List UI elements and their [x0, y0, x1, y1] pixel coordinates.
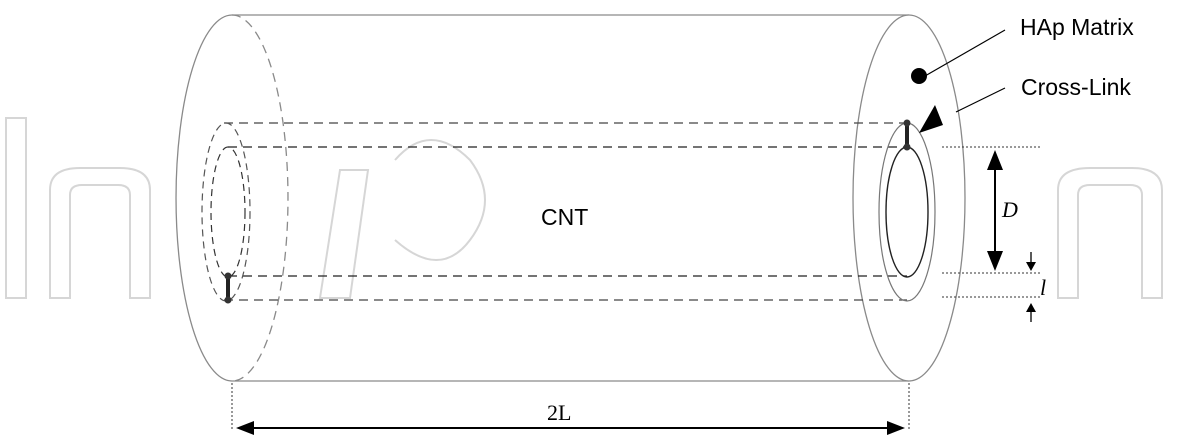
dimension-2l	[231, 383, 910, 435]
label-cross-link: Cross-Link	[1021, 74, 1131, 100]
right-end-ellipse	[852, 14, 966, 382]
watermark-outline	[5, 117, 1163, 299]
hap-leader-line	[924, 29, 1006, 77]
dimension-l	[1026, 252, 1036, 322]
label-length: 2L	[547, 400, 572, 425]
label-cnt: CNT	[541, 204, 589, 230]
label-hap-matrix: HAp Matrix	[1020, 14, 1134, 40]
crosslink-arrowhead	[919, 105, 943, 133]
label-thickness: l	[1040, 275, 1047, 300]
hap-marker-dot	[911, 68, 927, 84]
callouts	[911, 29, 1006, 133]
cross-links	[224, 119, 911, 304]
left-cnt-inner-ellipse	[210, 146, 246, 278]
left-end-ellipse-front	[175, 14, 233, 382]
left-end-ellipse-back	[231, 14, 289, 382]
dimension-d	[942, 146, 1040, 298]
hap-matrix-cylinder	[175, 14, 966, 382]
label-diameter: D	[1002, 197, 1018, 222]
crosslink-leader-line	[955, 87, 1006, 113]
